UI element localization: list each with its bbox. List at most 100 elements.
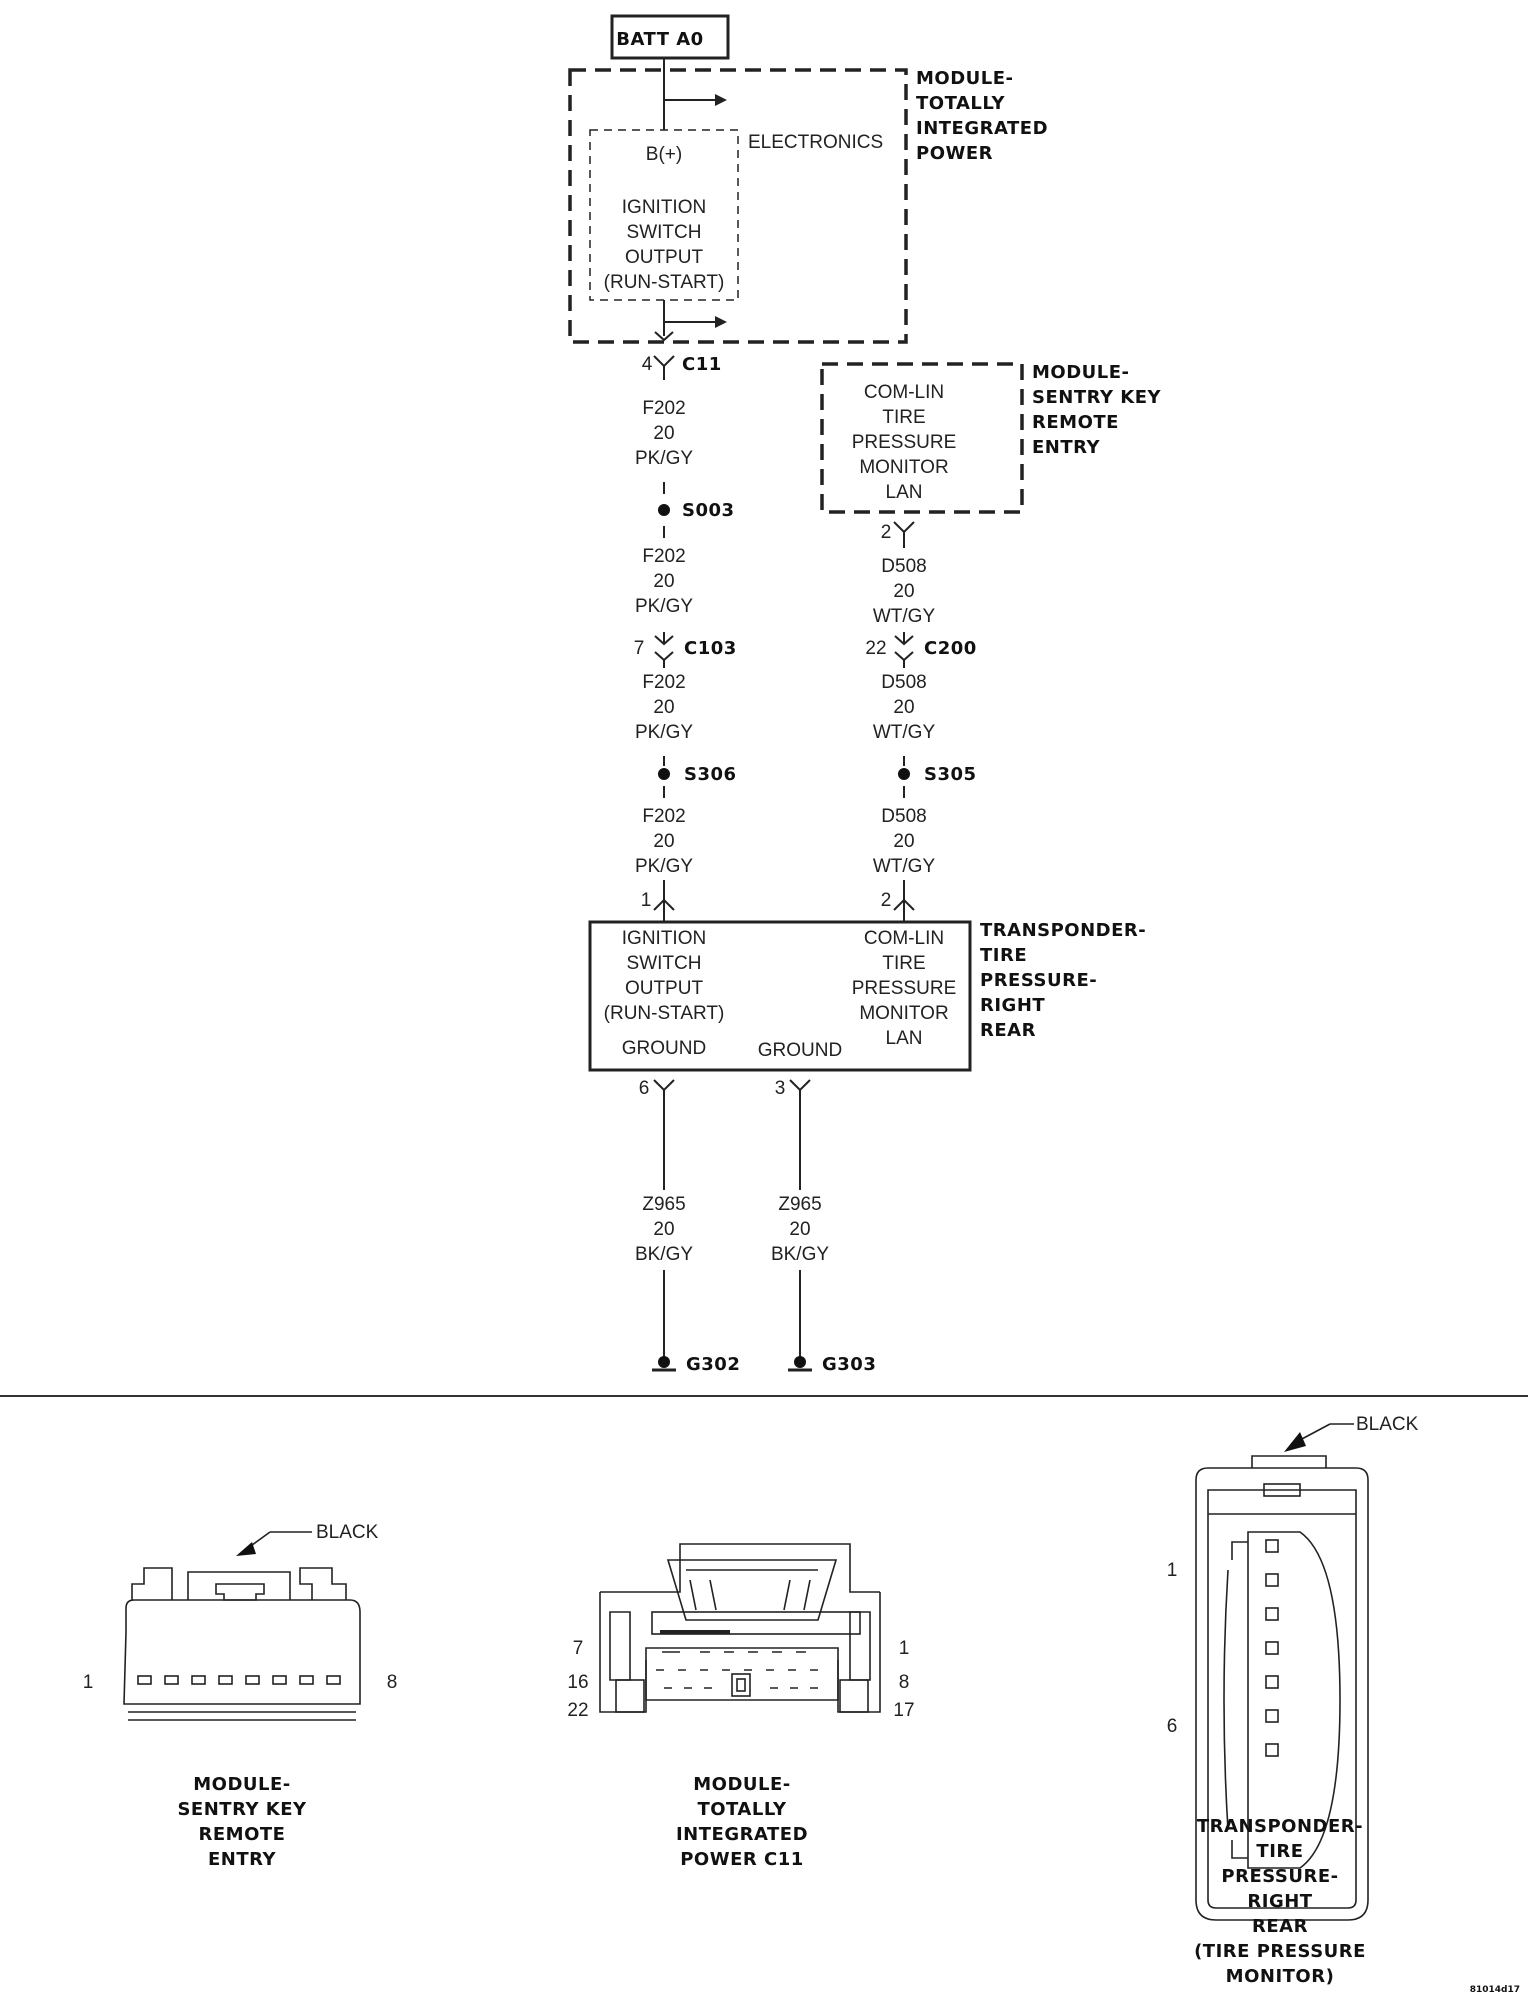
d508-seg1-gauge: 20 xyxy=(893,581,914,602)
f202-seg1-color: PK/GY xyxy=(635,448,693,469)
splice-s306 xyxy=(658,768,670,780)
skreem-view-label-3: REMOTE xyxy=(199,1824,286,1845)
tipm-output-1: IGNITION xyxy=(622,197,706,218)
ground-g303: G303 xyxy=(822,1354,876,1375)
transponder-title-1: TRANSPONDER- xyxy=(980,920,1146,941)
tipm-title-2: TOTALLY xyxy=(916,93,1006,114)
c200-pin: 22 xyxy=(865,638,886,659)
transponder-view-label-1: TRANSPONDER- xyxy=(1197,1816,1363,1837)
transponder-box xyxy=(588,920,972,1072)
batt-a0-box xyxy=(610,14,730,60)
splice-s305-label: S305 xyxy=(924,764,977,785)
skreem-pin: 2 xyxy=(881,522,892,543)
transponder-right-4: MONITOR xyxy=(859,1003,948,1024)
skreem-func-4: MONITOR xyxy=(859,457,948,478)
transponder-view-label-6: (TIRE PRESSURE xyxy=(1194,1941,1366,1962)
c103-pin: 7 xyxy=(634,638,645,659)
f202-seg1-circuit: F202 xyxy=(642,398,685,419)
skreem-func-1: COM-LIN xyxy=(864,382,944,403)
skreem-view-pin-first: 1 xyxy=(83,1672,94,1693)
batt-a0-label: BATT A0 xyxy=(616,29,703,50)
transponder-ground-2: GROUND xyxy=(758,1040,842,1061)
transponder-view-label-2: TIRE xyxy=(1256,1841,1303,1862)
skreem-module-outline xyxy=(820,362,1024,514)
tipm-title-4: POWER xyxy=(916,143,993,164)
f202-seg3-color: PK/GY xyxy=(635,722,693,743)
f202-seg4-color: PK/GY xyxy=(635,856,693,877)
c11-label: C11 xyxy=(682,354,722,375)
transponder-connector-view: BLACK 1 6 TRANSPONDER- TIRE PRESSURE- RI… xyxy=(1167,1414,1419,1987)
skreem-title-1: MODULE- xyxy=(1032,362,1130,383)
z965-a-color: BK/GY xyxy=(635,1244,693,1265)
f202-seg2-color: PK/GY xyxy=(635,596,693,617)
tipm-connector-view: 7 16 22 1 8 17 MODULE- TOTALLY INTEGRATE… xyxy=(567,1543,915,1870)
skreem-view-label-4: ENTRY xyxy=(208,1849,277,1870)
c103-label: C103 xyxy=(684,638,737,659)
d508-seg1-circuit: D508 xyxy=(881,556,926,577)
skreem-connector-view: BLACK 1 8 MODULE- SENTRY KEY REMOTE ENTR… xyxy=(83,1522,398,1870)
transponder-view-pin-first: 1 xyxy=(1167,1560,1178,1581)
ground-g302: G302 xyxy=(686,1354,740,1375)
tipm-view-pin-r1: 1 xyxy=(899,1638,910,1659)
splice-s003-label: S003 xyxy=(682,500,735,521)
z965-b-circuit: Z965 xyxy=(778,1194,821,1215)
transponder-pin-ign: 1 xyxy=(641,890,652,911)
skreem-func-2: TIRE xyxy=(882,407,925,428)
transponder-right-5: LAN xyxy=(886,1028,923,1049)
z965-b-color: BK/GY xyxy=(771,1244,829,1265)
transponder-right-2: TIRE xyxy=(882,953,925,974)
tipm-view-pin-r2: 8 xyxy=(899,1672,910,1693)
transponder-pin-lan: 2 xyxy=(881,890,892,911)
f202-seg3-gauge: 20 xyxy=(653,697,674,718)
transponder-left-2: SWITCH xyxy=(627,953,702,974)
f202-seg4-circuit: F202 xyxy=(642,806,685,827)
tipm-module-outline xyxy=(568,68,908,344)
z965-b-gauge: 20 xyxy=(789,1219,810,1240)
skreem-func-3: PRESSURE xyxy=(852,432,957,453)
transponder-left-1: IGNITION xyxy=(622,928,706,949)
transponder-view-label-7: MONITOR) xyxy=(1226,1966,1335,1987)
transponder-view-color: BLACK xyxy=(1356,1414,1419,1435)
d508-seg1-color: WT/GY xyxy=(873,606,936,627)
tipm-output-4: (RUN-START) xyxy=(604,272,725,293)
d508-seg2-gauge: 20 xyxy=(893,697,914,718)
skreem-view-pin-last: 8 xyxy=(387,1672,398,1693)
skreem-title-2: SENTRY KEY xyxy=(1032,387,1162,408)
tipm-output-3: OUTPUT xyxy=(625,247,704,268)
transponder-right-1: COM-LIN xyxy=(864,928,944,949)
transponder-left-3: OUTPUT xyxy=(625,978,704,999)
tipm-view-pin-l1: 7 xyxy=(573,1638,584,1659)
tipm-view-pin-r3: 17 xyxy=(893,1700,914,1721)
transponder-pin-g1: 6 xyxy=(639,1078,650,1099)
d508-seg2-color: WT/GY xyxy=(873,722,936,743)
transponder-view-label-3: PRESSURE- xyxy=(1221,1866,1338,1887)
f202-seg2-gauge: 20 xyxy=(653,571,674,592)
tipm-view-pin-l2: 16 xyxy=(567,1672,588,1693)
tipm-view-label-3: INTEGRATED xyxy=(676,1824,808,1845)
tipm-view-label-4: POWER C11 xyxy=(680,1849,804,1870)
skreem-view-label-2: SENTRY KEY xyxy=(177,1799,307,1820)
tipm-view-label-2: TOTALLY xyxy=(697,1799,787,1820)
f202-seg2-circuit: F202 xyxy=(642,546,685,567)
f202-seg4-gauge: 20 xyxy=(653,831,674,852)
skreem-view-color: BLACK xyxy=(316,1522,379,1543)
transponder-title-5: REAR xyxy=(980,1020,1036,1041)
transponder-title-3: PRESSURE- xyxy=(980,970,1097,991)
transponder-title-2: TIRE xyxy=(980,945,1027,966)
splice-s003 xyxy=(658,504,670,516)
figure-id: 81014d17 xyxy=(1470,1985,1520,1995)
f202-seg3-circuit: F202 xyxy=(642,672,685,693)
transponder-ground-1: GROUND xyxy=(622,1038,706,1059)
c11-pin: 4 xyxy=(642,354,653,375)
skreem-func-5: LAN xyxy=(886,482,923,503)
transponder-view-label-5: REAR xyxy=(1252,1916,1308,1937)
tipm-bplus: B(+) xyxy=(646,144,682,165)
skreem-view-label-1: MODULE- xyxy=(193,1774,291,1795)
tipm-title-1: MODULE- xyxy=(916,68,1014,89)
d508-seg3-gauge: 20 xyxy=(893,831,914,852)
skreem-title-3: REMOTE xyxy=(1032,412,1119,433)
tipm-title-3: INTEGRATED xyxy=(916,118,1048,139)
d508-seg3-circuit: D508 xyxy=(881,806,926,827)
transponder-left-4: (RUN-START) xyxy=(604,1003,725,1024)
splice-s306-label: S306 xyxy=(684,764,737,785)
